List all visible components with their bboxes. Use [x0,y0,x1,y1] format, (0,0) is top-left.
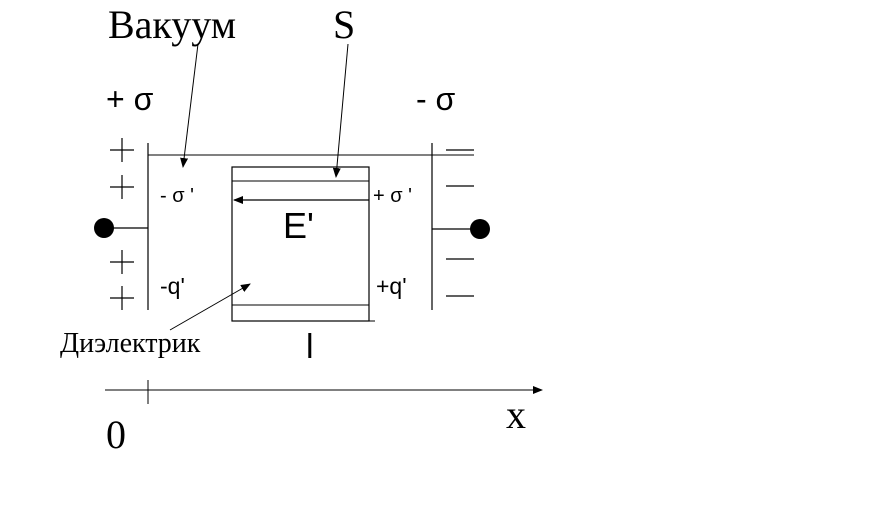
dielectric-label: Диэлектрик [60,328,201,359]
induced-left-q-label: -q' [160,273,185,299]
origin-label: 0 [106,412,126,457]
axis-label: x [506,392,526,437]
field-label: E' [283,205,314,246]
plus-sign-2 [110,175,134,199]
vacuum-pointer [180,43,199,168]
left-plate-plus-signs [110,138,134,310]
surface-pointer [332,43,349,178]
right-plate-charge-label: - σ [416,81,456,117]
length-label: l [306,328,314,366]
plus-sign-1 [110,138,134,162]
dielectric-pointer [169,283,251,331]
right-plate-minus-signs [446,149,474,297]
plus-sign-3 [110,250,134,274]
right-terminal-dot [470,219,490,239]
induced-right-q-label: +q' [376,273,407,299]
left-terminal-dot [94,218,114,238]
induced-right-sigma-label: + σ ' [373,185,412,207]
left-plate-charge-label: + σ [106,81,154,117]
surface-label: S [333,2,355,47]
induced-left-sigma-label: - σ ' [160,185,194,207]
plus-sign-4 [110,286,134,310]
vacuum-label: Вакуум [108,2,236,47]
